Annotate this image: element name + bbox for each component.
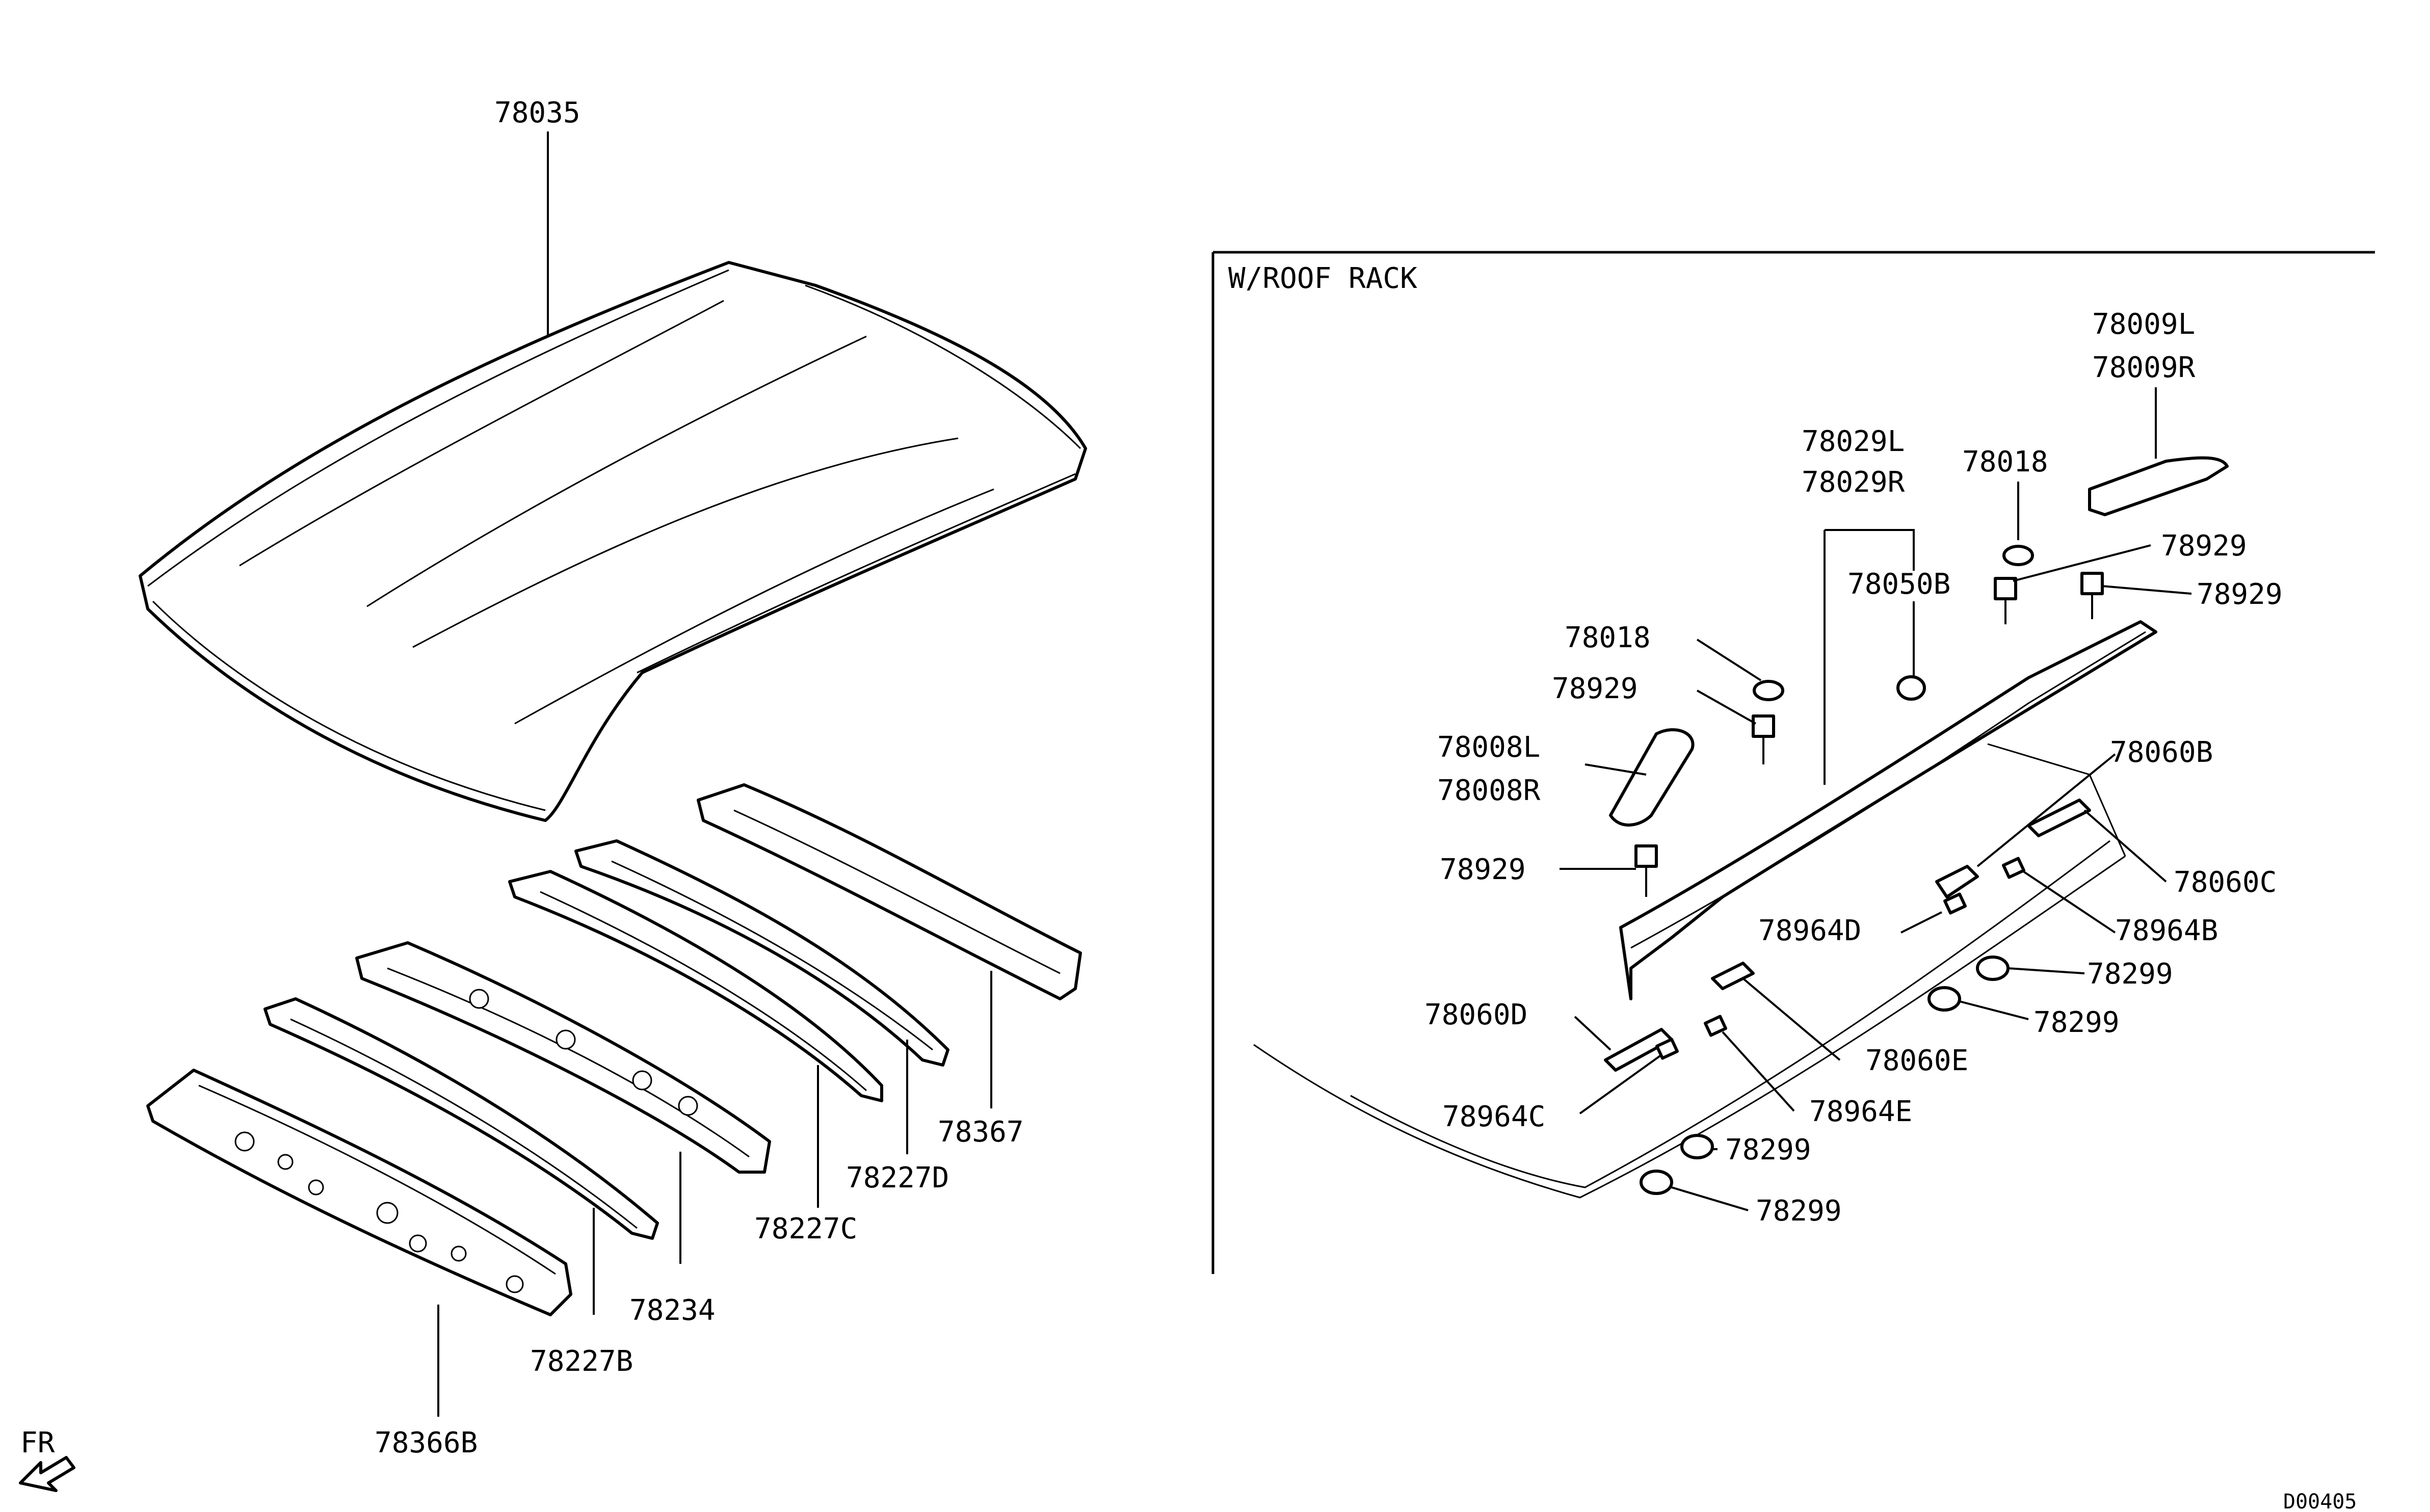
nut-icon: [1640, 956, 2010, 1195]
callout-bow-main: 78234: [629, 1294, 716, 1327]
callout-grommet: 78050B: [1847, 568, 1950, 601]
callout-front-header: 78366B: [375, 1426, 478, 1460]
callout-rack-rail-l: 78029L: [1802, 425, 1905, 458]
callout-rack-rail-r: 78029R: [1802, 466, 1905, 499]
callout-bracket-b: 78060B: [2110, 736, 2213, 769]
rack-cover-front: [1609, 728, 1695, 827]
callout-bolt-top-2: 78929: [2197, 578, 2283, 611]
callout-nut-2: 78299: [2033, 1006, 2120, 1039]
roof-panel: [139, 261, 1087, 822]
callout-rack-cover-rear-l: 78009L: [2092, 308, 2195, 341]
diagram-code: D00405: [2283, 1490, 2357, 1512]
side-rail-rear: [697, 783, 1082, 1000]
callout-bow-d: 78227D: [846, 1161, 949, 1195]
bolt-icon: [1634, 572, 2104, 897]
plug-cap-icon: [1753, 545, 2034, 701]
callout-pad-d: 78964D: [1758, 914, 1861, 947]
callout-side-rail-rear: 78367: [938, 1116, 1024, 1149]
roof-rack-rail: [1619, 620, 2157, 1000]
roof-bow-c: [508, 870, 883, 1102]
grommet-icon: [1896, 675, 1926, 701]
callout-nut-1: 78299: [2087, 958, 2173, 991]
roof-bow-main: [355, 941, 771, 1174]
callout-bolt-top-1: 78929: [2161, 529, 2247, 563]
direction-label: FR: [20, 1426, 55, 1460]
callout-nut-4: 78299: [1756, 1195, 1842, 1228]
callout-bow-c: 78227C: [754, 1212, 857, 1245]
callout-rack-cover-rear-r: 78009R: [2092, 351, 2196, 384]
left-leader-lines: [437, 131, 992, 1417]
callout-rack-cover-front-l: 78008L: [1437, 731, 1540, 764]
callout-bow-b: 78227B: [530, 1345, 633, 1378]
callout-bracket-d: 78060D: [1424, 998, 1527, 1031]
callout-rack-cover-front-r: 78008R: [1437, 774, 1541, 807]
inset-frame: [1211, 251, 2375, 1274]
callout-bolt-bottom: 78929: [1440, 853, 1526, 886]
callout-plug-left: 78018: [1565, 621, 1651, 654]
callout-bracket-e: 78060E: [1865, 1044, 1968, 1077]
rack-pad-icon: [1655, 857, 2025, 1060]
callout-pad-b: 78964B: [2115, 914, 2218, 947]
inset-title: W/ROOF RACK: [1228, 262, 1417, 295]
callout-plug-top: 78018: [1962, 445, 2048, 479]
roof-bow-b: [263, 997, 659, 1240]
rack-bracket-icon: [1604, 799, 2091, 1072]
callout-pad-e: 78964E: [1809, 1095, 1912, 1128]
callout-bracket-c: 78060C: [2174, 866, 2277, 899]
front-header: [146, 1069, 572, 1316]
callout-bolt-left: 78929: [1552, 672, 1638, 705]
right-leader-lines: [1560, 387, 2192, 1211]
callout-nut-3: 78299: [1725, 1133, 1811, 1166]
roof-bow-d: [574, 839, 949, 1067]
front-direction-arrow-icon: [19, 1456, 75, 1492]
callout-pad-c: 78964C: [1442, 1100, 1545, 1133]
callout-roof-panel: 78035: [494, 96, 580, 129]
rack-cover-rear: [2088, 456, 2229, 516]
